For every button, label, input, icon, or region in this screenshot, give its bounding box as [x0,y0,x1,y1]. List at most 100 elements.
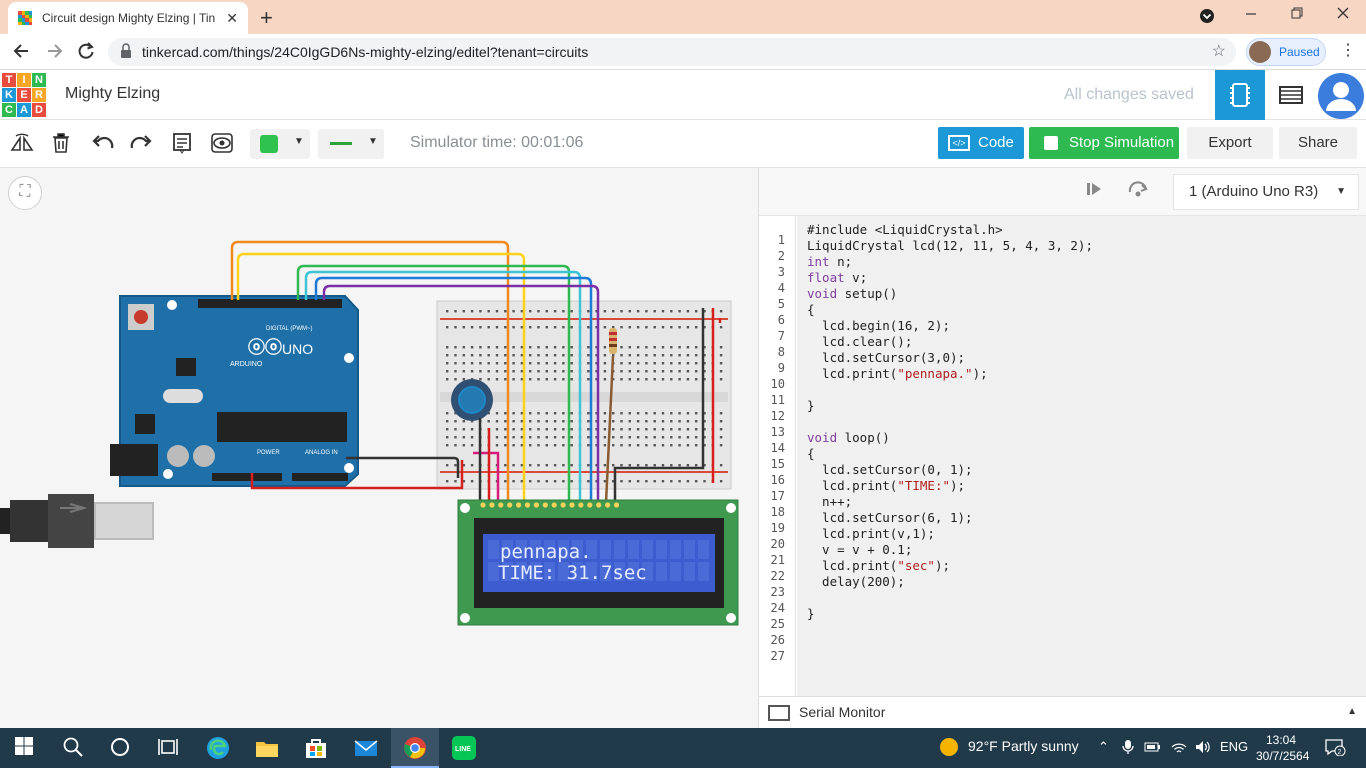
rotate-icon[interactable] [10,132,34,160]
tab-close-icon[interactable]: ✕ [226,9,238,26]
notification-center-icon[interactable]: 2 [1324,738,1346,759]
code-line[interactable]: int n; [807,254,853,269]
code-line[interactable] [807,638,1366,654]
lcd-module[interactable]: pennapa. TIME: 31.7sec [457,499,739,626]
code-line[interactable]: lcd.setCursor(6, 1); [807,510,973,525]
mail-icon[interactable] [354,736,378,760]
fit-view-icon[interactable]: ⛶ [8,176,42,210]
back-icon[interactable] [12,41,32,66]
stop-simulation-button[interactable]: Stop Simulation [1029,127,1179,159]
code-line[interactable]: lcd.begin(16, 2); [807,318,950,333]
export-button[interactable]: Export [1187,127,1273,159]
resistor[interactable] [609,328,617,354]
code-line[interactable]: lcd.print("pennapa."); [807,366,988,381]
profile-button[interactable]: Paused [1246,38,1326,66]
breadboard-hole [479,310,482,313]
lcd-cell [628,562,639,581]
forward-icon[interactable] [44,41,64,66]
code-line[interactable] [807,622,1366,638]
bookmark-star-icon[interactable]: ☆ [1211,43,1226,60]
cortana-icon[interactable] [109,736,133,760]
redo-icon[interactable] [130,132,152,160]
code-editor[interactable]: #include <LiquidCrystal.h>LiquidCrystal … [797,216,1366,696]
arduino-uno-board[interactable]: ⓞⓞ UNO ARDUINO DIGITAL (PWM~) POWER ANAL… [110,295,359,487]
breadboard-hole [537,480,540,483]
system-clock[interactable]: 13:04 30/7/2564 [1256,732,1309,764]
wire-type-picker[interactable]: ▼ [318,129,384,159]
reload-icon[interactable] [76,41,96,66]
step-debug-icon[interactable] [1085,180,1103,203]
tray-chevron-up-icon[interactable]: ⌃ [1098,739,1109,754]
code-button[interactable]: </> Code [938,127,1024,159]
tab-search-icon[interactable] [1199,8,1215,29]
lock-icon[interactable] [120,38,132,76]
code-line[interactable] [807,382,1366,398]
input-language[interactable]: ENG [1220,739,1249,754]
visibility-icon[interactable] [210,132,234,160]
step-over-icon[interactable] [1127,180,1149,203]
close-window-icon[interactable] [1336,6,1350,25]
line-app-icon[interactable]: LINE [452,736,476,760]
chrome-taskbar-button[interactable] [391,728,439,768]
breadboard-hole [719,420,723,423]
code-line[interactable]: float v; [807,270,868,285]
code-line[interactable]: void setup() [807,286,898,301]
microsoft-store-icon[interactable] [304,736,328,760]
restore-icon[interactable] [1290,6,1304,25]
delete-icon[interactable] [52,132,70,160]
code-line[interactable]: n++; [807,494,853,509]
volume-icon[interactable] [1194,739,1212,758]
code-line[interactable]: lcd.clear(); [807,334,913,349]
breadboard-hole [446,420,449,423]
breadboard-hole [670,420,673,423]
circuit-view-button[interactable] [1215,70,1265,120]
microphone-icon[interactable] [1122,739,1134,758]
share-button[interactable]: Share [1279,127,1357,159]
edge-browser-icon[interactable] [206,736,230,760]
undo-icon[interactable] [92,132,114,160]
lcd-cell [614,562,625,581]
minimize-icon[interactable] [1244,6,1258,25]
browser-tab[interactable]: Circuit design Mighty Elzing | Tin ✕ [8,2,248,34]
code-line[interactable]: { [807,302,815,317]
serial-monitor-bar[interactable]: Serial Monitor ▲ [759,696,1366,728]
color-picker[interactable]: ▼ [250,129,310,159]
code-line[interactable]: lcd.setCursor(0, 1); [807,462,973,477]
code-line[interactable] [807,414,1366,430]
wifi-icon[interactable] [1170,739,1188,758]
windows-start-icon[interactable] [14,736,38,760]
browser-menu-icon[interactable]: ⋮ [1340,42,1356,59]
circuit-canvas[interactable]: ⛶ ⓞⓞ [0,168,758,728]
notes-icon[interactable] [172,132,192,160]
code-line[interactable]: void loop() [807,430,890,445]
code-line[interactable]: } [807,398,815,413]
code-line[interactable] [807,590,1366,606]
search-icon[interactable] [62,736,86,760]
code-line[interactable]: delay(200); [807,574,905,589]
code-line[interactable]: lcd.print("sec"); [807,558,951,573]
tinkercad-logo[interactable]: T I N K E R C A D [2,73,46,117]
code-line[interactable]: v = v + 0.1; [807,542,913,557]
code-line[interactable]: lcd.setCursor(3,0); [807,350,966,365]
code-line[interactable]: #include <LiquidCrystal.h> [807,222,1003,237]
weather-widget[interactable]: 92°F Partly sunny [940,738,1079,757]
project-name[interactable]: Mighty Elzing [65,85,161,102]
code-line[interactable]: lcd.print(v,1); [807,526,935,541]
chevron-up-icon[interactable]: ▲ [1347,706,1357,717]
breadboard-hole [504,412,507,415]
task-view-icon[interactable] [157,736,181,760]
user-avatar-button[interactable] [1318,73,1364,119]
code-line[interactable]: LiquidCrystal lcd(12, 11, 5, 4, 3, 2); [807,238,1093,253]
battery-icon[interactable] [1144,739,1162,758]
address-bar[interactable]: tinkercad.com/things/24C0IgGD6Ns-mighty-… [108,38,1236,66]
code-line[interactable]: { [807,446,815,461]
device-select[interactable]: 1 (Arduino Uno R3) ▼ [1173,174,1359,210]
code-line[interactable]: lcd.print("TIME:"); [807,478,966,493]
new-tab-button[interactable]: + [260,5,273,30]
potentiometer[interactable] [451,379,493,421]
code-line[interactable]: } [807,606,815,621]
component-list-button[interactable] [1266,70,1316,120]
color-swatch [260,135,278,153]
breadboard-hole [446,464,449,467]
file-explorer-icon[interactable] [255,736,279,760]
